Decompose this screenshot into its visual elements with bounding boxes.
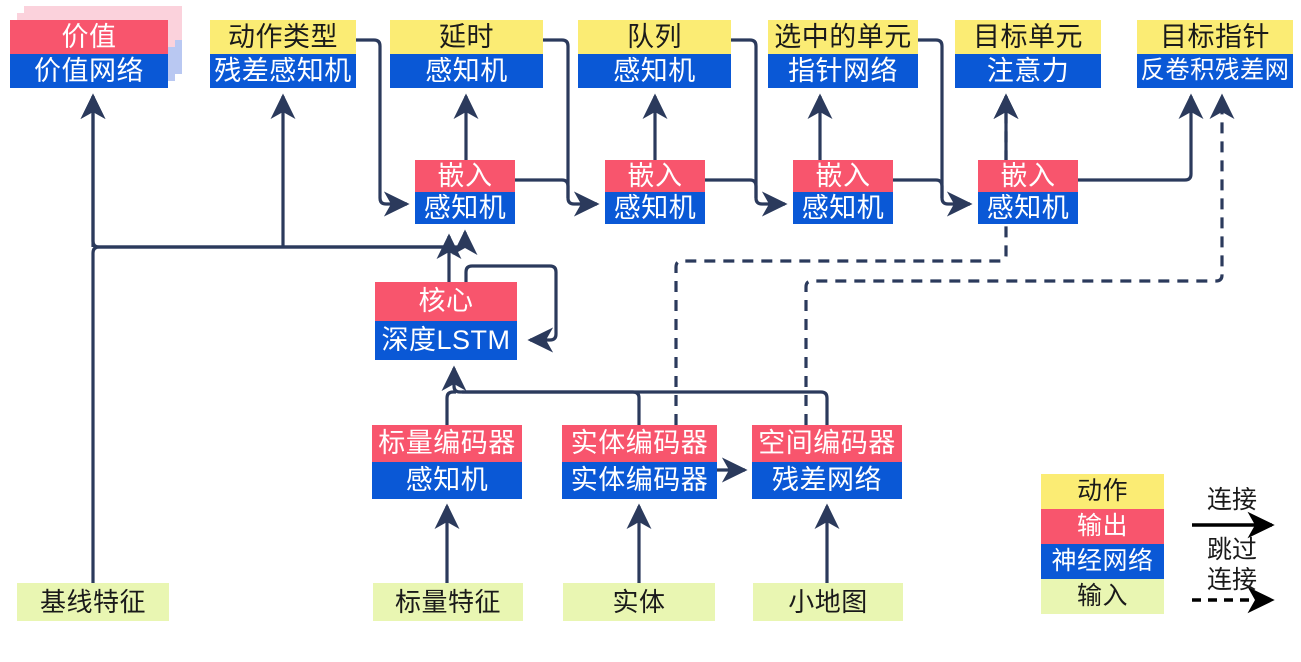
node-embed-3-head: 嵌入 — [793, 160, 893, 192]
legend-skip-label-line2: 连接 — [1206, 566, 1257, 594]
node-minimap[interactable]: 小地图 — [753, 583, 903, 621]
node-embed-4[interactable]: 嵌入感知机 — [978, 160, 1078, 224]
node-action-type-head: 动作类型 — [210, 20, 356, 54]
node-scalar-encoder-head: 标量编码器 — [372, 425, 522, 462]
node-selected-units[interactable]: 选中的单元指针网络 — [768, 20, 918, 88]
node-value[interactable]: 价值价值网络 — [10, 20, 168, 88]
node-entity-encoder[interactable]: 实体编码器实体编码器 — [562, 425, 717, 499]
legend-swatch-output: 输出 — [1041, 509, 1164, 544]
node-embed-2[interactable]: 嵌入感知机 — [605, 160, 705, 224]
node-delay-head: 延时 — [390, 20, 543, 54]
node-embed-4-body: 感知机 — [978, 192, 1078, 224]
legend-swatch-net: 神经网络 — [1041, 544, 1164, 579]
node-queue-head: 队列 — [578, 20, 731, 54]
node-core-body: 深度LSTM — [375, 321, 517, 360]
node-delay-body: 感知机 — [390, 54, 543, 88]
node-core[interactable]: 核心深度LSTM — [375, 282, 517, 360]
node-entity-encoder-head: 实体编码器 — [562, 425, 717, 462]
node-entities-head: 实体 — [563, 583, 715, 621]
node-queue-body: 感知机 — [578, 54, 731, 88]
node-selected-units-body: 指针网络 — [768, 54, 918, 88]
legend-connection-label: 连接 — [1206, 486, 1257, 514]
node-delay[interactable]: 延时感知机 — [390, 20, 543, 88]
node-target-point[interactable]: 目标指针反卷积残差网 — [1137, 20, 1293, 88]
node-entities[interactable]: 实体 — [563, 583, 715, 621]
wire-embed4-to-target-point — [1078, 93, 1204, 182]
node-scalar-features[interactable]: 标量特征 — [373, 583, 523, 621]
node-embed-1-head: 嵌入 — [415, 160, 515, 192]
node-spatial-encoder-head: 空间编码器 — [752, 425, 902, 462]
node-target-point-body: 反卷积残差网 — [1137, 54, 1293, 88]
node-minimap-head: 小地图 — [753, 583, 903, 621]
node-embed-3-body: 感知机 — [793, 192, 893, 224]
node-target-unit[interactable]: 目标单元注意力 — [955, 20, 1101, 88]
node-core-head: 核心 — [375, 282, 517, 321]
node-baseline-features-head: 基线特征 — [17, 583, 169, 621]
node-value-body: 价值网络 — [10, 54, 168, 88]
node-scalar-encoder-body: 感知机 — [372, 462, 522, 499]
legend-skip-label-line1: 跳过 — [1206, 536, 1257, 564]
legend-swatch-input: 输入 — [1041, 579, 1164, 614]
wire-entity-bus-join — [462, 390, 641, 425]
node-queue[interactable]: 队列感知机 — [578, 20, 731, 88]
node-embed-3[interactable]: 嵌入感知机 — [793, 160, 893, 224]
wire-core-to-embed1 — [447, 229, 478, 256]
wire-scalar-bus-join — [445, 390, 456, 425]
node-target-point-head: 目标指针 — [1137, 20, 1293, 54]
node-target-unit-head: 目标单元 — [955, 20, 1101, 54]
node-embed-2-body: 感知机 — [605, 192, 705, 224]
node-spatial-encoder[interactable]: 空间编码器残差网络 — [752, 425, 902, 499]
legend-swatch-action: 动作 — [1041, 474, 1164, 509]
node-scalar-encoder[interactable]: 标量编码器感知机 — [372, 425, 522, 499]
node-embed-2-head: 嵌入 — [605, 160, 705, 192]
node-entity-encoder-body: 实体编码器 — [562, 462, 717, 499]
node-selected-units-head: 选中的单元 — [768, 20, 918, 54]
wire-embed2-to-embed3-side — [705, 178, 758, 198]
skip-entity-to-selected-units — [674, 93, 1019, 425]
wire-embed3-to-embed4-side — [893, 178, 944, 198]
wire-encoder-bus — [441, 365, 829, 425]
legend-color-key: 动作输出神经网络输入 — [1041, 474, 1164, 614]
node-scalar-features-head: 标量特征 — [373, 583, 523, 621]
node-action-type[interactable]: 动作类型残差感知机 — [210, 20, 356, 88]
wire-embed1-to-embed2-side — [515, 178, 570, 198]
node-value-head: 价值 — [10, 20, 168, 54]
node-embed-4-head: 嵌入 — [978, 160, 1078, 192]
node-spatial-encoder-body: 残差网络 — [752, 462, 902, 499]
node-baseline-features[interactable]: 基线特征 — [17, 583, 169, 621]
wire-core-out-bus — [80, 93, 451, 282]
node-embed-1[interactable]: 嵌入感知机 — [415, 160, 515, 224]
skip-spatial-to-target-point — [804, 93, 1235, 425]
node-target-unit-body: 注意力 — [955, 54, 1101, 88]
node-embed-1-body: 感知机 — [415, 192, 515, 224]
node-action-type-body: 残差感知机 — [210, 54, 356, 88]
